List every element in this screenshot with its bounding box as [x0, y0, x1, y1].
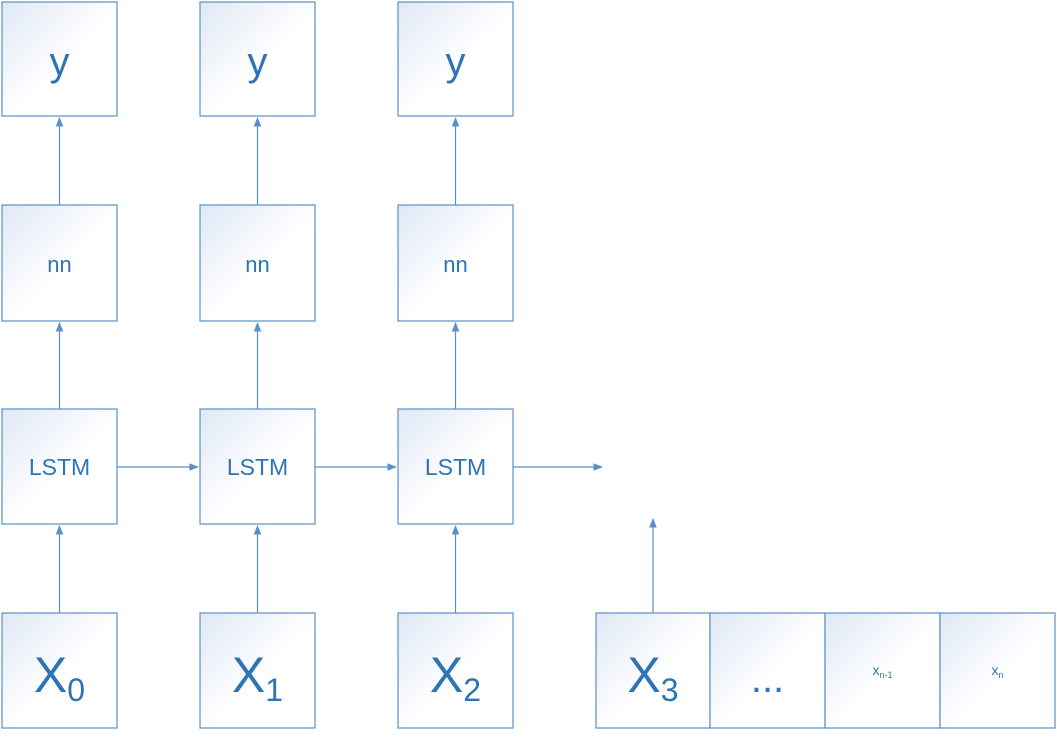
output-box — [397, 1, 514, 117]
lstm-node: LSTM — [1, 408, 118, 525]
output-box — [199, 1, 316, 117]
column-2: y nn LSTM X2 — [397, 1, 514, 729]
input-label: X0 — [34, 647, 85, 708]
output-label: y — [446, 40, 466, 84]
input-box — [199, 612, 316, 729]
output-label: y — [50, 40, 70, 84]
dense-box — [397, 204, 514, 322]
column-0: y nn LSTM X0 — [1, 1, 118, 729]
output-node: y — [397, 1, 514, 117]
dense-node: nn — [397, 204, 514, 322]
input-box — [1, 612, 118, 729]
input-box — [397, 612, 514, 729]
sequence-item-ellipsis: ... — [709, 612, 826, 729]
lstm-label: LSTM — [425, 454, 486, 480]
output-node: y — [1, 1, 118, 117]
dense-box — [199, 204, 316, 322]
sequence-label: X3 — [627, 647, 678, 708]
input-node: X2 — [397, 612, 514, 729]
dense-box — [1, 204, 118, 322]
input-label: X1 — [232, 647, 283, 708]
sequence-item-x3: X3 — [595, 612, 711, 729]
dense-node: nn — [199, 204, 316, 322]
sequence-item-xn-1: xn-1 — [824, 612, 941, 729]
lstm-box — [397, 408, 514, 525]
sequence-label: ... — [751, 657, 784, 701]
sequence-label: xn — [991, 662, 1003, 680]
sequence-label: xn-1 — [872, 662, 892, 680]
input-label: X2 — [430, 647, 481, 708]
sequence-box — [595, 612, 711, 729]
input-node: X0 — [1, 612, 118, 729]
sequence-box — [709, 612, 826, 729]
output-box — [1, 1, 118, 117]
lstm-label: LSTM — [29, 454, 90, 480]
sequence-box — [939, 612, 1056, 729]
remaining-sequence: X3 ... xn-1 xn — [595, 612, 1056, 729]
column-1: y nn LSTM X1 — [199, 1, 316, 729]
dense-label: nn — [245, 252, 269, 277]
lstm-label: LSTM — [227, 454, 288, 480]
lstm-box — [199, 408, 316, 525]
output-node: y — [199, 1, 316, 117]
sequence-box — [824, 612, 941, 729]
lstm-box — [1, 408, 118, 525]
sequence-item-xn: xn — [939, 612, 1056, 729]
dense-label: nn — [47, 252, 71, 277]
input-node: X1 — [199, 612, 316, 729]
lstm-node: LSTM — [199, 408, 316, 525]
dense-label: nn — [443, 252, 467, 277]
lstm-node: LSTM — [397, 408, 514, 525]
dense-node: nn — [1, 204, 118, 322]
output-label: y — [248, 40, 268, 84]
